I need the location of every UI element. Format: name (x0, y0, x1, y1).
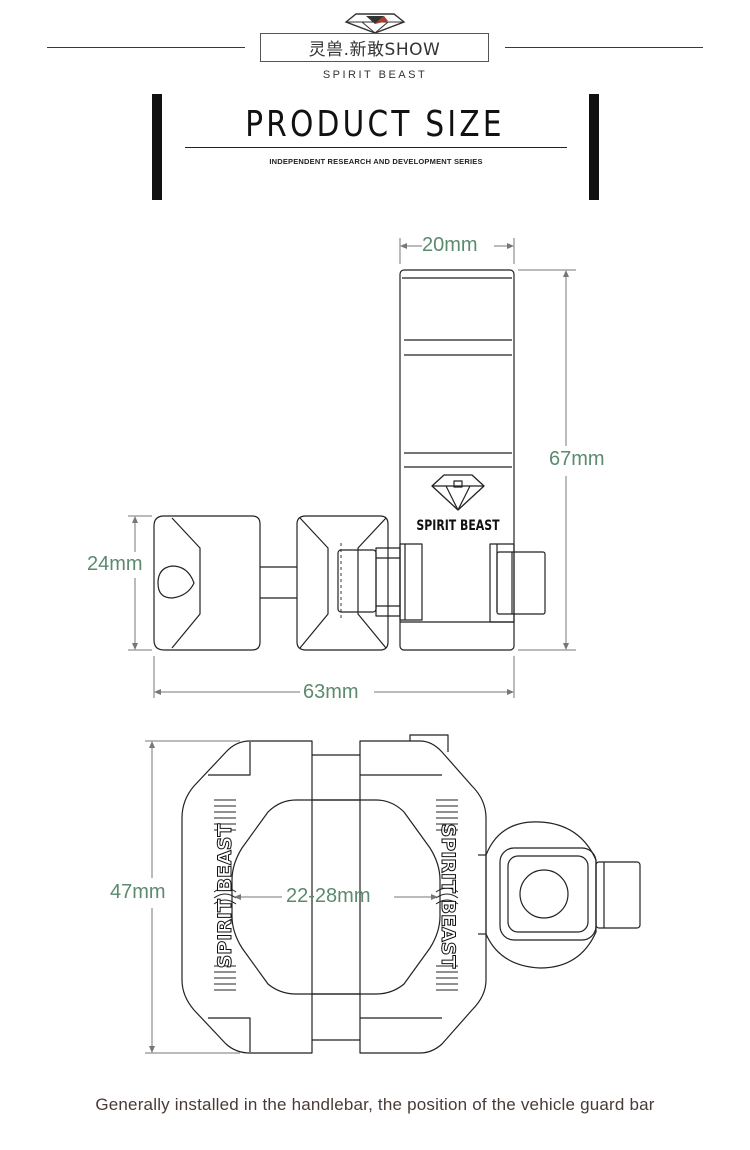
mount-logo-text: SPIRIT BEAST (416, 517, 500, 534)
section-title: PRODUCT SIZE (245, 104, 505, 145)
section-subtitle: INDEPENDENT RESEARCH AND DEVELOPMENT SER… (269, 157, 483, 166)
spirit-beast-logo-icon (344, 13, 406, 34)
brand-title: 灵兽.新敢SHOW (260, 33, 489, 62)
header-right-rule (505, 47, 703, 48)
installation-caption: Generally installed in the handlebar, th… (95, 1095, 655, 1114)
dimension-knob-height: 24mm (87, 553, 143, 575)
dimension-clamp-height: 47mm (110, 881, 166, 903)
dimension-bar-diameter: 22-28mm (286, 885, 371, 907)
title-left-bar (152, 94, 162, 200)
dimension-width-top: 20mm (422, 234, 478, 256)
clamp-label-right: SPIRIT BEAST (437, 824, 459, 969)
top-view-mount-body (399, 269, 546, 651)
dimension-height-top: 67mm (549, 448, 605, 470)
clamp-label-left: SPIRIT BEAST (214, 824, 236, 969)
brand-subtitle: SPIRIT BEAST (322, 69, 428, 81)
title-right-bar (589, 94, 599, 200)
top-view-knob (153, 515, 401, 651)
diamond-logo-icon (431, 474, 485, 511)
front-view-clamp (181, 734, 641, 1054)
header-left-rule (47, 47, 245, 48)
dimension-total-width: 63mm (303, 681, 359, 703)
section-title-rule (185, 147, 567, 148)
